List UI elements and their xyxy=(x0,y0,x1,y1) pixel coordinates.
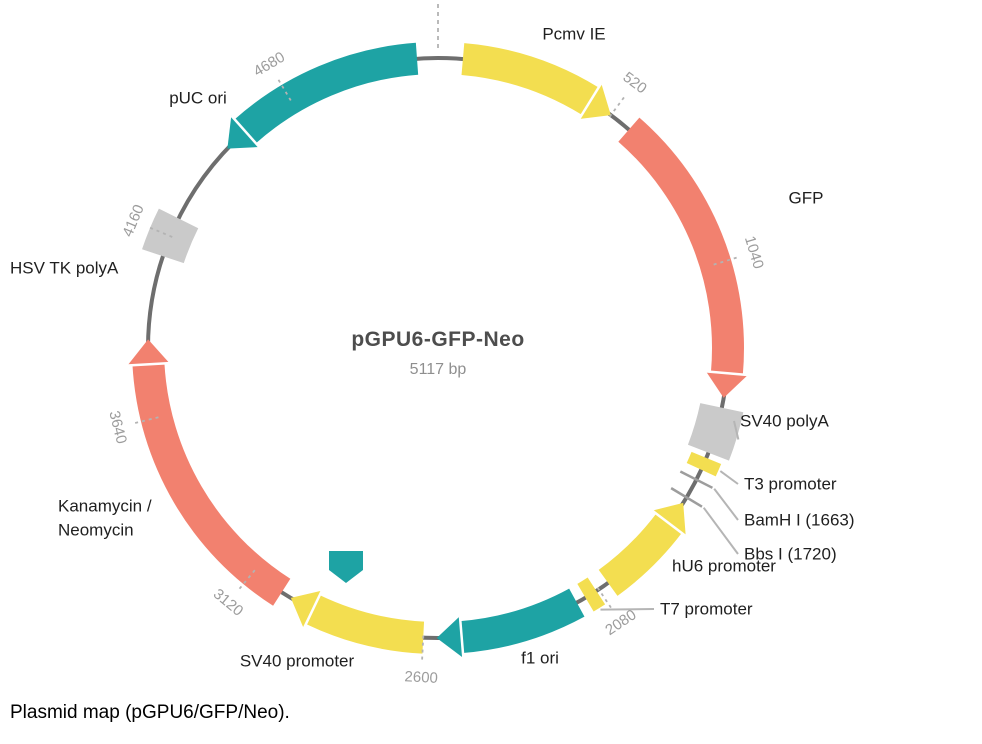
feature-gfp: GFP xyxy=(618,117,824,398)
feature-sv40-promoter: SV40 promoter xyxy=(240,590,425,671)
leader-line-bbs-i xyxy=(702,507,739,555)
site-tick xyxy=(679,470,714,489)
feature-hu6-promoter: hU6 promoter xyxy=(598,502,776,596)
feature-t7-promoter: T7 promoter xyxy=(577,577,753,619)
site-label-bbs-i: Bbs I (1720) xyxy=(744,545,837,564)
feature-label-f1-ori: f1 ori xyxy=(521,649,559,668)
feature-label-pcmv-ie: Pcmv IE xyxy=(542,25,605,44)
tick-label: 2600 xyxy=(404,668,438,687)
plasmid-length: 5117 bp xyxy=(410,361,467,378)
tick-label: 1040 xyxy=(741,234,767,271)
feature-hsv-tk-polya: HSV TK polyA xyxy=(10,208,199,278)
figure-caption: Plasmid map (pGPU6/GFP/Neo). xyxy=(10,702,290,723)
feature-label-t7-promoter: T7 promoter xyxy=(660,600,753,619)
tick-520: 520 xyxy=(608,69,650,118)
feature-pcmv-ie: Pcmv IE xyxy=(461,25,611,120)
feature-label-sv40-polya: SV40 polyA xyxy=(740,412,829,431)
feature-t3-promoter: T3 promoter xyxy=(686,451,837,494)
feature-label-gfp: GFP xyxy=(789,189,824,208)
leader-line-sv40-polya xyxy=(733,420,740,440)
leader-line-bamh-i xyxy=(713,488,739,521)
feature-label-hu6-promoter: hU6 promoter xyxy=(672,557,776,576)
feature-label-kanamycin-neomycin: Kanamycin / xyxy=(58,497,152,516)
tick-label: 520 xyxy=(620,69,650,98)
feature-label-t3-promoter: T3 promoter xyxy=(744,475,837,494)
tick-2080: 2080 xyxy=(596,587,640,639)
leader-line-t3-promoter xyxy=(719,470,739,485)
feature-label-kanamycin-neomycin: Neomycin xyxy=(58,521,134,540)
site-tick xyxy=(670,487,703,508)
feature-f1-ori: f1 ori xyxy=(436,588,585,668)
site-label-bamh-i: BamH I (1663) xyxy=(744,511,855,530)
tick-label: 2080 xyxy=(602,606,639,639)
site-bbs-i: Bbs I (1720) xyxy=(670,487,837,564)
feature-sv40-polya: SV40 polyA xyxy=(687,403,829,461)
tick-label: 3120 xyxy=(210,585,247,619)
feature-puc-ori: pUC ori xyxy=(169,42,419,149)
plasmid-map-svg: pGPU6-GFP-Neo 5117 bp Pcmv IE GFP SV40 pol… xyxy=(10,3,855,687)
feature-label-puc-ori: pUC ori xyxy=(169,89,227,108)
feature-kanamycin-neomycin: Kanamycin / Neomycin xyxy=(58,339,291,606)
leader-line-t7-promoter xyxy=(600,608,655,611)
plasmid-name: pGPU6-GFP-Neo xyxy=(351,328,524,351)
tick-label: 4160 xyxy=(119,202,148,239)
tick-label: 3640 xyxy=(105,409,130,445)
site-bamh-i: BamH I (1663) xyxy=(679,470,855,530)
feature-label-sv40-promoter: SV40 promoter xyxy=(240,652,355,671)
tick-2600: 2600 xyxy=(404,635,438,687)
feature-label-hsv-tk-polya: HSV TK polyA xyxy=(10,259,119,278)
pentagon-marker xyxy=(329,551,363,583)
tick-label: 4680 xyxy=(251,49,288,81)
